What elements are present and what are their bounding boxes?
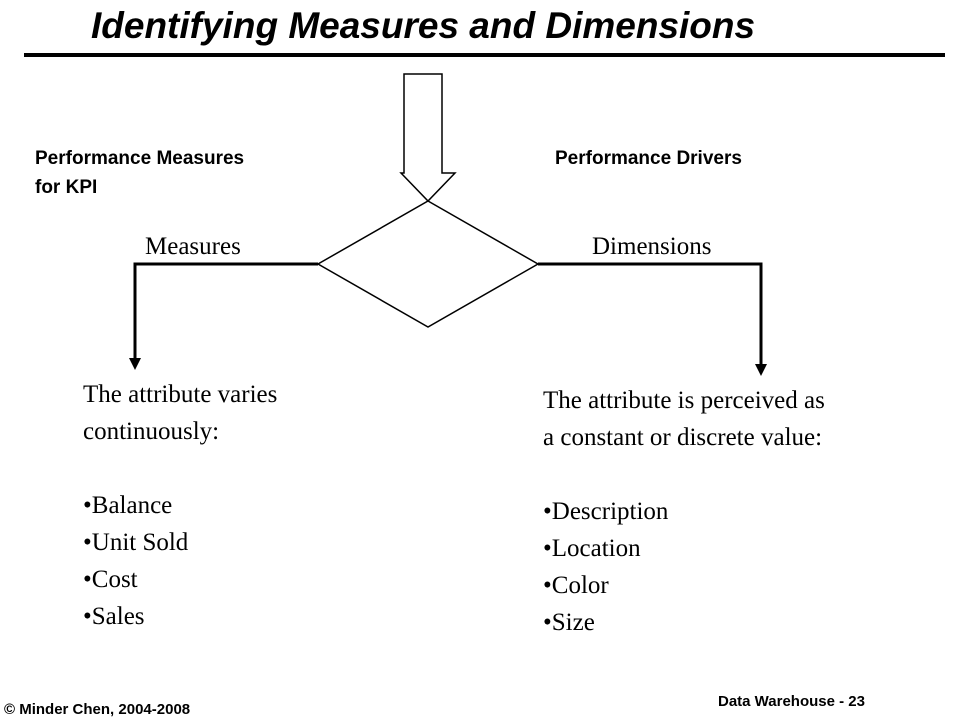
dimensions-description-line1: The attribute is perceived as: [543, 387, 825, 414]
bullet-icon: •: [543, 498, 552, 525]
list-item-label: Sales: [91, 603, 145, 630]
list-item: •Cost: [83, 561, 403, 598]
footer-page-number: Data Warehouse - 23: [718, 693, 865, 710]
right-branch-arrowhead: [755, 364, 767, 376]
list-item-label: Color: [551, 572, 609, 599]
list-item: •Description: [543, 493, 923, 530]
bullet-icon: •: [543, 572, 552, 599]
list-item-label: Balance: [91, 492, 173, 519]
decision-diamond: [316, 200, 540, 328]
list-item: •Color: [543, 567, 923, 604]
left-branch-connector: [133, 262, 318, 358]
list-item: •Size: [543, 604, 923, 641]
title-underline: [24, 53, 945, 57]
right-branch-connector: [538, 262, 763, 364]
list-item-label: Size: [551, 609, 595, 636]
list-item-label: Unit Sold: [91, 529, 189, 556]
bullet-icon: •: [83, 566, 92, 593]
input-arrow: [399, 73, 457, 203]
spacer: [83, 450, 403, 487]
list-item-label: Cost: [91, 566, 138, 593]
measures-description-line1: The attribute varies: [83, 381, 278, 408]
performance-measures-label: Performance Measures for KPI: [35, 144, 244, 202]
performance-measures-line2: for KPI: [35, 177, 98, 198]
list-item: •Location: [543, 530, 923, 567]
performance-measures-line1: Performance Measures: [35, 148, 245, 169]
spacer: [543, 456, 923, 493]
list-item: •Unit Sold: [83, 524, 403, 561]
bullet-icon: •: [83, 603, 92, 630]
list-item-label: Description: [551, 498, 669, 525]
dimensions-description-line2: a constant or discrete value:: [543, 424, 823, 451]
performance-drivers-label: Performance Drivers: [555, 148, 742, 169]
list-item: •Balance: [83, 487, 403, 524]
dimensions-description: The attribute is perceived as a constant…: [543, 382, 923, 641]
footer-copyright: © Minder Chen, 2004-2008: [4, 701, 191, 718]
slide-title: Identifying Measures and Dimensions: [91, 5, 756, 46]
list-item-label: Location: [551, 535, 641, 562]
bullet-icon: •: [543, 609, 552, 636]
bullet-icon: •: [543, 535, 552, 562]
bullet-icon: •: [83, 492, 92, 519]
measures-label: Measures: [145, 233, 241, 260]
measures-description-line2: continuously:: [83, 418, 220, 445]
dimensions-label: Dimensions: [592, 233, 712, 260]
bullet-icon: •: [83, 529, 92, 556]
left-branch-arrowhead: [129, 358, 141, 370]
measures-description: The attribute varies continuously: •Bala…: [83, 376, 403, 635]
list-item: •Sales: [83, 598, 403, 635]
